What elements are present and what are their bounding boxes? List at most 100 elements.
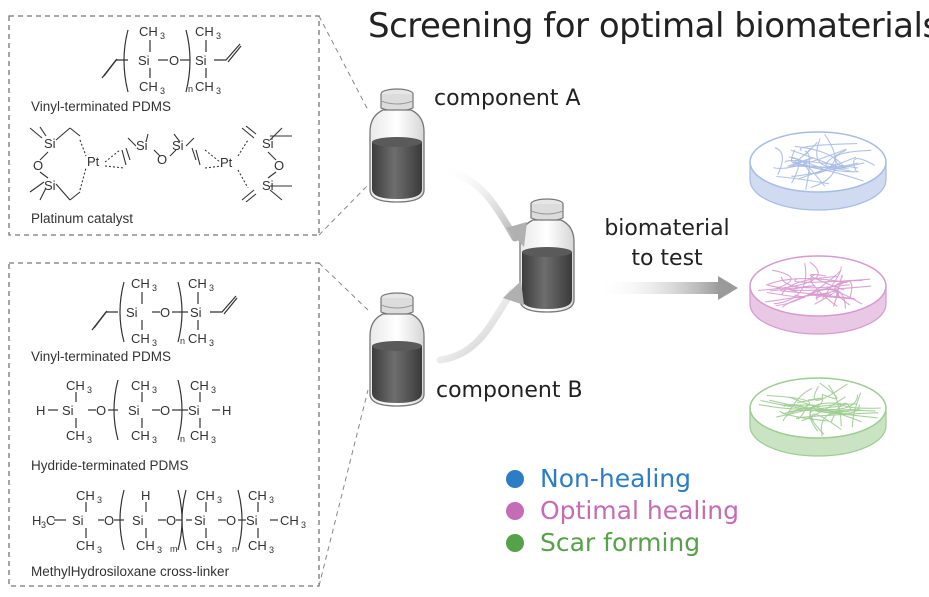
dish-fiber bbox=[788, 285, 872, 291]
svg-text:Si: Si bbox=[262, 178, 274, 193]
svg-text:O: O bbox=[33, 158, 43, 173]
dish-fiber bbox=[787, 409, 849, 414]
svg-text:H: H bbox=[36, 403, 45, 418]
dish-fiber bbox=[827, 384, 842, 427]
svg-text:H: H bbox=[32, 513, 41, 528]
dish-fiber bbox=[790, 147, 812, 163]
svg-text:3: 3 bbox=[216, 31, 221, 41]
dish-fiber bbox=[760, 399, 878, 419]
dish-fiber bbox=[779, 410, 829, 422]
svg-text:Pt: Pt bbox=[220, 155, 233, 170]
svg-text:O: O bbox=[160, 403, 170, 418]
svg-text:3: 3 bbox=[41, 520, 46, 530]
svg-text:Si: Si bbox=[188, 403, 200, 418]
svg-text:Si: Si bbox=[44, 136, 56, 151]
svg-text:3: 3 bbox=[157, 545, 162, 555]
vial-cap-ridge bbox=[530, 210, 564, 215]
dish-fiber bbox=[767, 284, 798, 292]
dish-fiber bbox=[801, 396, 846, 422]
svg-text:Si: Si bbox=[246, 513, 258, 528]
svg-text:3: 3 bbox=[217, 545, 222, 555]
svg-text:Si: Si bbox=[126, 305, 138, 320]
arrow-to-dishes-head bbox=[718, 276, 738, 300]
platinum-catalyst-structure bbox=[29, 125, 292, 203]
dish-fiber bbox=[765, 292, 829, 303]
svg-text:O: O bbox=[104, 513, 114, 528]
dish-fiber bbox=[814, 405, 843, 415]
vial-liquid-surface bbox=[372, 137, 422, 147]
svg-text:Si: Si bbox=[72, 513, 84, 528]
svg-text:CH: CH bbox=[66, 428, 85, 443]
dish-fiber bbox=[796, 412, 879, 420]
arrow-b-head bbox=[503, 281, 524, 305]
dish-fiber bbox=[816, 288, 863, 305]
svg-text:H: H bbox=[222, 403, 231, 418]
dish-fiber bbox=[812, 166, 849, 169]
dish-fiber bbox=[813, 383, 848, 401]
svg-text:O: O bbox=[96, 403, 106, 418]
biomaterial-label-line2: to test bbox=[631, 246, 703, 271]
arrow-a-head bbox=[506, 222, 527, 247]
dish-fiber bbox=[791, 162, 865, 177]
svg-text:n: n bbox=[188, 84, 193, 94]
svg-text:Pt: Pt bbox=[87, 154, 100, 169]
arrow-to-dishes-shaft bbox=[598, 282, 720, 294]
svg-text:O: O bbox=[226, 513, 236, 528]
dish-top bbox=[749, 131, 887, 193]
legend-label-optimal-healing: Optimal healing bbox=[540, 496, 740, 525]
vial-mixture bbox=[519, 198, 575, 313]
svg-text:CH: CH bbox=[131, 428, 150, 443]
dish-fiber bbox=[839, 280, 853, 299]
svg-text:CH: CH bbox=[196, 538, 215, 553]
legend-dot-optimal-healing bbox=[506, 501, 524, 520]
svg-text:C: C bbox=[46, 513, 55, 528]
svg-text:Si: Si bbox=[44, 178, 56, 193]
methylhydrosiloxane-structure bbox=[54, 489, 278, 551]
legend-dot-non-healing bbox=[506, 469, 524, 488]
svg-text:3: 3 bbox=[152, 385, 157, 395]
legend-label-non-healing: Non-healing bbox=[540, 464, 692, 493]
legend-item-optimal-healing: Optimal healing bbox=[506, 496, 739, 525]
dish-fiber bbox=[773, 148, 847, 169]
vial-liquid-surface bbox=[372, 341, 422, 351]
vial-liquid bbox=[372, 142, 422, 199]
caption-methylhydrosiloxane: MethylHydrosiloxane cross-linker bbox=[31, 564, 230, 579]
dish-fiber bbox=[816, 138, 859, 168]
svg-text:n: n bbox=[180, 336, 185, 346]
svg-text:Si: Si bbox=[195, 53, 207, 68]
caption-vinyl-pdms-bottom: Vinyl-terminated PDMS bbox=[31, 349, 171, 364]
svg-text:3: 3 bbox=[269, 495, 274, 505]
svg-text:CH: CH bbox=[66, 378, 85, 393]
svg-text:CH: CH bbox=[190, 378, 209, 393]
connector-top-1 bbox=[318, 15, 369, 111]
svg-text:3: 3 bbox=[152, 283, 157, 293]
svg-text:Si: Si bbox=[132, 513, 144, 528]
svg-text:3: 3 bbox=[211, 385, 216, 395]
dish-fiber bbox=[774, 147, 783, 175]
svg-text:O: O bbox=[274, 158, 284, 173]
figure-title: Screening for optimal biomaterials bbox=[368, 6, 929, 46]
vial-component-a bbox=[369, 88, 425, 203]
dish-fiber bbox=[809, 402, 842, 435]
svg-text:3: 3 bbox=[269, 545, 274, 555]
biomaterial-label-line1: biomaterial bbox=[604, 216, 730, 241]
dish-top bbox=[749, 255, 887, 317]
svg-text:Si: Si bbox=[136, 138, 148, 153]
caption-platinum-catalyst: Platinum catalyst bbox=[31, 211, 133, 226]
svg-text:CH: CH bbox=[76, 488, 95, 503]
svg-text:CH: CH bbox=[188, 276, 207, 291]
svg-text:3: 3 bbox=[97, 495, 102, 505]
svg-text:O: O bbox=[166, 513, 176, 528]
svg-text:3: 3 bbox=[87, 385, 92, 395]
dish-fiber bbox=[820, 409, 862, 437]
dish-fiber bbox=[780, 276, 850, 289]
dish-fiber bbox=[819, 382, 838, 400]
dish-fiber bbox=[832, 292, 840, 307]
svg-text:H: H bbox=[141, 488, 150, 503]
dish-fiber bbox=[758, 261, 819, 291]
svg-text:CH: CH bbox=[280, 513, 299, 528]
svg-text:3: 3 bbox=[209, 338, 214, 348]
